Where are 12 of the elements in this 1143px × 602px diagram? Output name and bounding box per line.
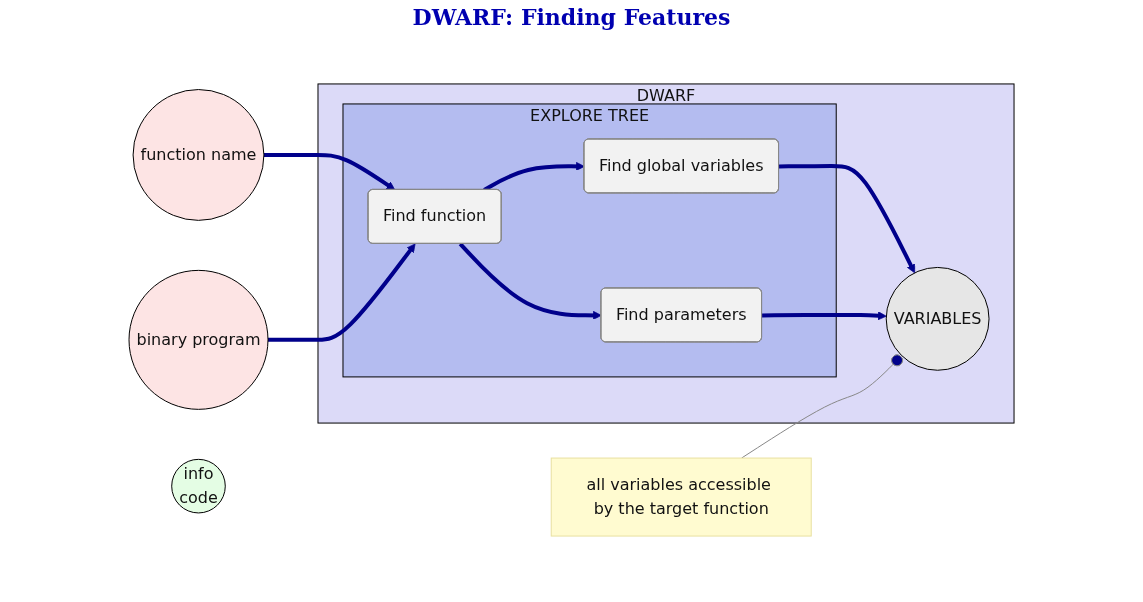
node-box: all variables accessible by the target function [550,457,812,537]
connector [741,354,904,459]
title: DWARF: Finding Features [411,4,732,30]
arrow [458,242,602,320]
arrow [263,152,396,191]
arrow [762,311,887,321]
node-circle: function name [132,89,265,221]
node-circle: info code [171,458,226,514]
arrow [267,243,416,342]
node-circle: VARIABLES [885,266,990,371]
node-circle: binary program [128,269,269,410]
arrow [779,164,916,274]
